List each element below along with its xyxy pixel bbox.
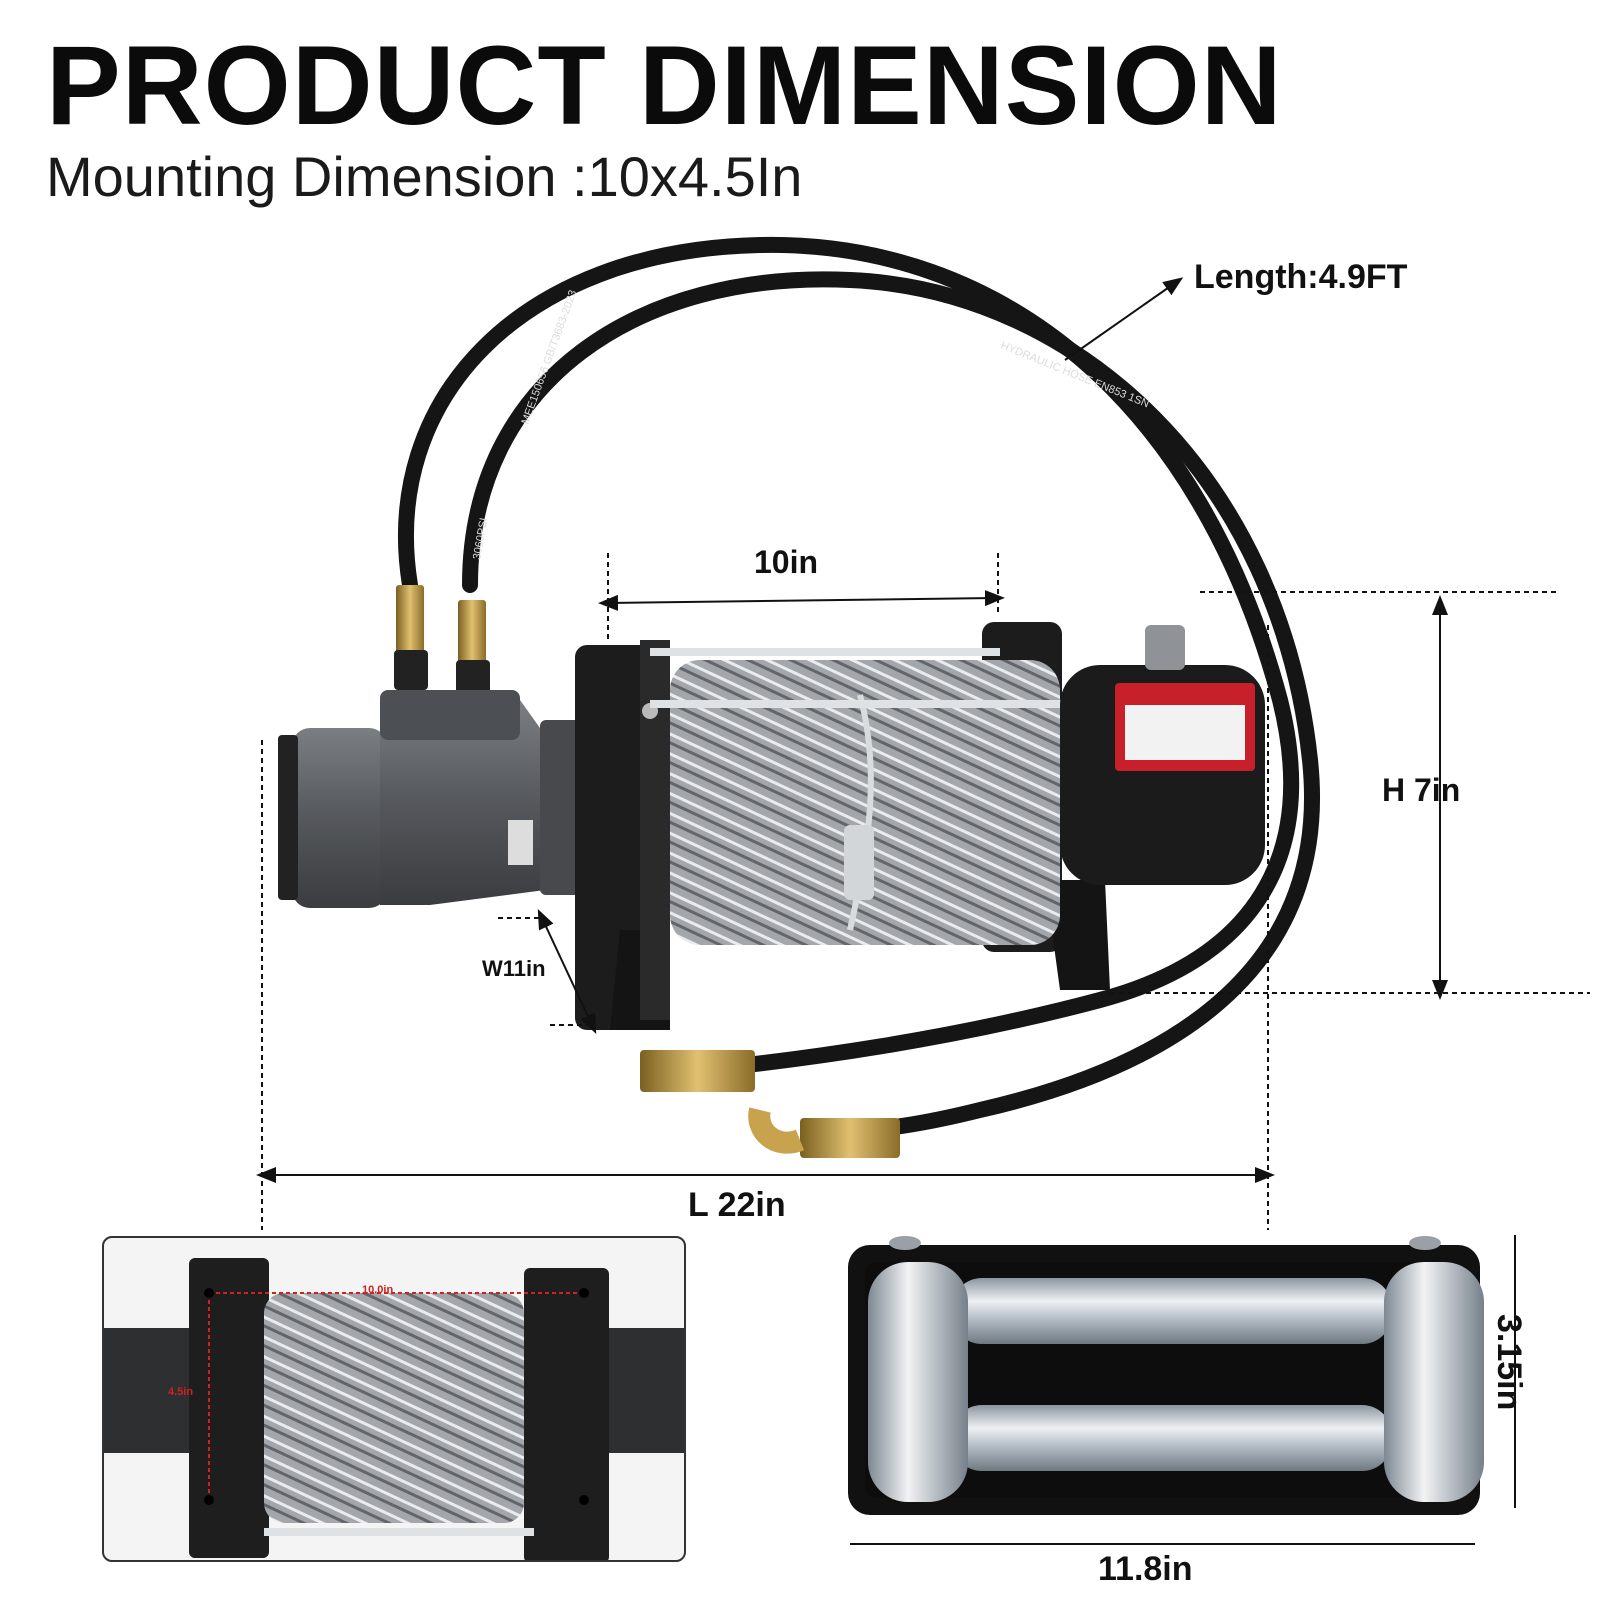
width-label: W11in bbox=[482, 956, 546, 981]
hose-1 bbox=[398, 236, 1300, 1078]
length-label: L 22in bbox=[688, 1186, 786, 1224]
roller-right bbox=[1384, 1262, 1484, 1502]
mounting-inset: 10.0in 4.5in bbox=[102, 1236, 686, 1562]
roller-left bbox=[868, 1262, 968, 1502]
dimension-lines bbox=[256, 277, 1590, 1545]
page-title: PRODUCT DIMENSION bbox=[46, 23, 1283, 148]
fairlead-height-label: 3.15in bbox=[1490, 1314, 1528, 1411]
gearbox-housing bbox=[1060, 625, 1265, 885]
hose-length-label: Length:4.9FT bbox=[1194, 258, 1408, 296]
height-label: H 7in bbox=[1382, 772, 1461, 808]
mounting-dimension-subtitle: Mounting Dimension :10x4.5In bbox=[46, 145, 803, 208]
inset-mount-width: 10.0in bbox=[362, 1284, 394, 1296]
roller-top bbox=[952, 1278, 1392, 1344]
inset-mount-height: 4.5in bbox=[168, 1386, 194, 1398]
width-arrow bbox=[537, 908, 597, 1035]
hydraulic-motor bbox=[278, 690, 585, 908]
clutch-knob bbox=[1145, 625, 1185, 670]
roller-bottom bbox=[952, 1405, 1392, 1471]
hose-fittings-top bbox=[394, 585, 490, 700]
length-pointer bbox=[1064, 277, 1184, 361]
drum-width-arrow bbox=[598, 590, 1005, 611]
roller-fairlead bbox=[848, 1236, 1484, 1515]
hydraulic-hoses bbox=[398, 236, 1320, 1140]
tie-bars bbox=[650, 648, 1090, 708]
fairlead-length-label: 11.8in bbox=[1098, 1550, 1193, 1588]
cable-thimble bbox=[844, 825, 874, 900]
hose-2 bbox=[462, 271, 1320, 1140]
wire-rope-drum bbox=[670, 660, 1060, 945]
drum-width-label: 10in bbox=[754, 544, 819, 580]
hose-fittings-bottom bbox=[640, 1050, 900, 1158]
mounting-inset-illustration bbox=[104, 1258, 684, 1560]
